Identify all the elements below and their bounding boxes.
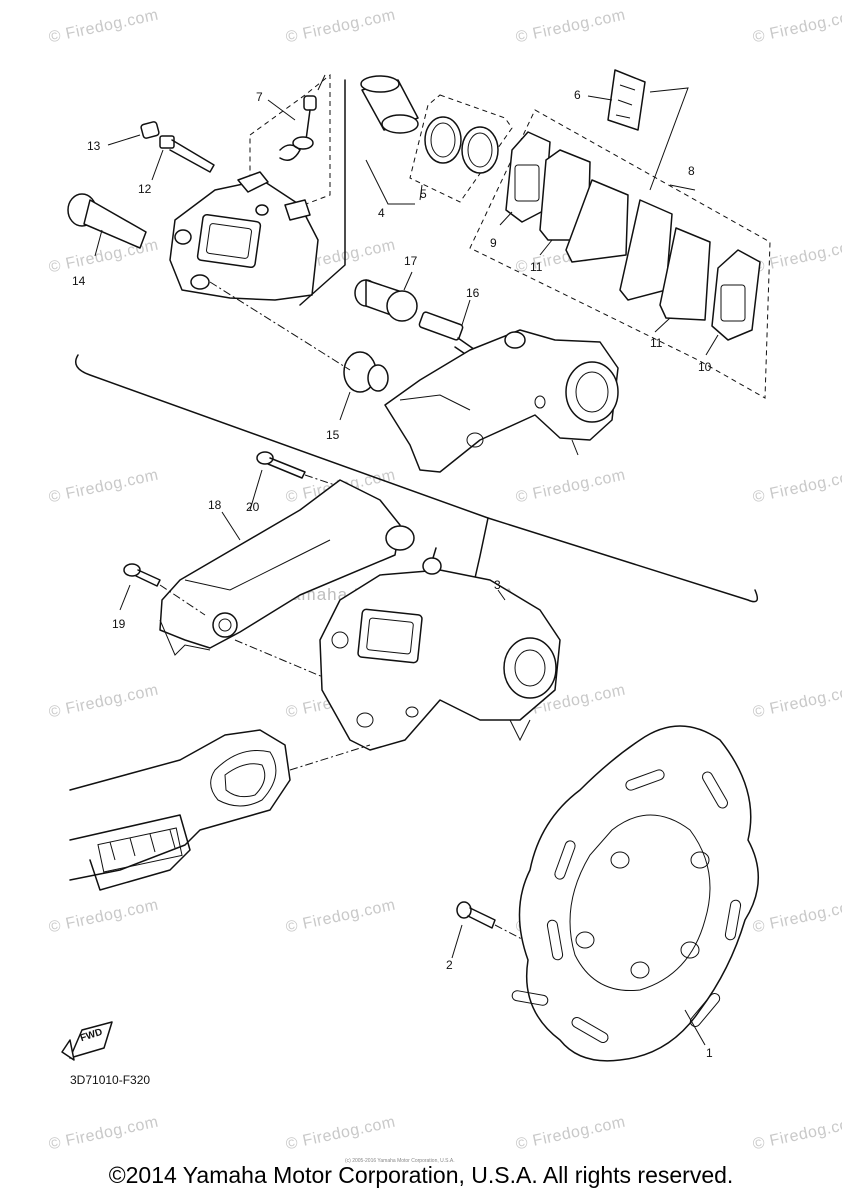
part-9-shim — [499, 131, 551, 226]
callout-6: 6 — [574, 88, 581, 102]
caliper-body-upper — [169, 74, 326, 301]
copyright-footer: ©2014 Yamaha Motor Corporation, U.S.A. A… — [108, 1162, 734, 1188]
part-10-shim — [705, 249, 761, 356]
part-14-slide-pin — [67, 193, 147, 257]
callout-5: 5 — [420, 187, 427, 201]
callout-8: 8 — [688, 164, 695, 178]
callout-7: 7 — [256, 90, 263, 104]
part-4-piston — [360, 75, 419, 205]
callout-3: 3 — [494, 578, 501, 592]
part-12-pad-pin — [151, 135, 215, 181]
callout-18: 18 — [208, 498, 222, 512]
part-19-bolt — [119, 563, 331, 681]
part-7-bleed-screw — [249, 73, 331, 226]
part-6-pad-spring — [587, 69, 689, 191]
callout-19: 19 — [112, 617, 126, 631]
forward-arrow-icon — [61, 1021, 113, 1061]
callout-11-b: 11 — [650, 336, 663, 350]
callout-20: 20 — [246, 500, 260, 514]
tiny-notice: (c) 2005-2016 Yamaha Motor Corporation, … — [345, 1158, 455, 1164]
part-18-caliper-mount — [159, 479, 415, 656]
callout-13: 13 — [87, 139, 101, 153]
part-5-seal-kit — [409, 94, 513, 203]
callout-14: 14 — [72, 274, 86, 288]
callout-17: 17 — [404, 254, 418, 268]
callout-1: 1 — [706, 1046, 713, 1060]
part-8-pad-kit — [469, 109, 771, 399]
part-15-boot — [209, 281, 389, 421]
diagram-code: 3D71010-F320 — [70, 1073, 151, 1087]
callout-11-a: 11 — [530, 260, 543, 274]
callout-15: 15 — [326, 428, 340, 442]
part-1-brake-disc — [511, 725, 759, 1062]
callout-10: 10 — [698, 360, 712, 374]
part-17-boot — [354, 271, 418, 322]
callout-16: 16 — [466, 286, 480, 300]
part-13-pin-plug — [107, 121, 160, 146]
caliper-bracket-upper — [384, 329, 619, 473]
swingarm — [69, 729, 371, 891]
callout-9: 9 — [490, 236, 497, 250]
part-11-brake-pad-rear — [619, 199, 711, 333]
callout-12: 12 — [138, 182, 152, 196]
divider-line — [299, 79, 346, 306]
part-3-caliper-assembly — [319, 547, 561, 751]
callout-2: 2 — [446, 958, 453, 972]
part-11-brake-pad-front — [539, 149, 629, 263]
callout-4: 4 — [378, 206, 385, 220]
